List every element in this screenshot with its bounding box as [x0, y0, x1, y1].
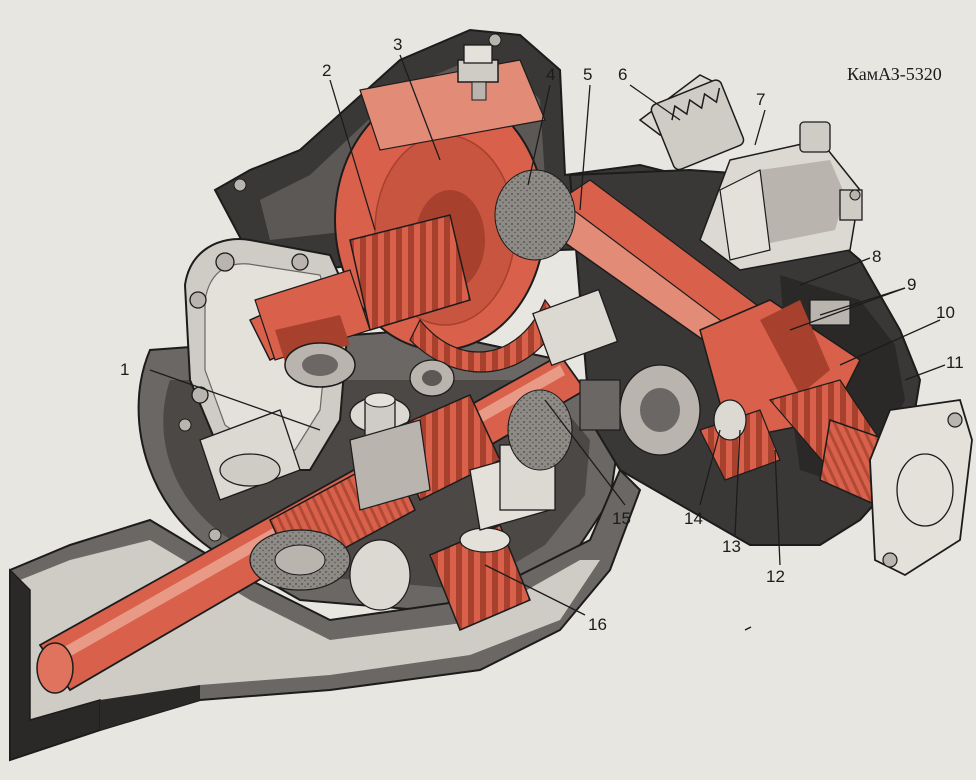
callout-1: 1: [120, 360, 129, 379]
callout-4: 4: [546, 65, 555, 84]
callout-16: 16: [588, 615, 607, 634]
lower-gear: [429, 524, 531, 631]
housing-bolts: [178, 178, 861, 542]
callout-11: 11: [946, 353, 964, 372]
callout-leaders: [149, 54, 946, 616]
filler-plug: [457, 33, 502, 101]
callout-2: 2: [322, 61, 331, 80]
callout-14: 14: [684, 509, 703, 528]
callout-7: 7: [756, 90, 765, 109]
callout-labels: 1 2 3 4 5 6 7 8 9 10 11 12 13 14 15 16: [120, 35, 964, 634]
pinion-gear-spline: [254, 214, 471, 362]
bearings: [284, 342, 455, 441]
callout-13: 13: [722, 537, 741, 556]
lower-bearings: [199, 169, 701, 611]
callout-15: 15: [612, 509, 631, 528]
rear-shaft-assembly: [699, 299, 973, 577]
callout-5: 5: [583, 65, 592, 84]
callout-3: 3: [393, 35, 402, 54]
callout-10: 10: [936, 303, 955, 322]
callout-8: 8: [872, 247, 881, 266]
shift-mechanism: [638, 74, 863, 271]
callout-12: 12: [766, 567, 785, 586]
callout-6: 6: [618, 65, 627, 84]
callout-9: 9: [907, 275, 916, 294]
model-label: КамАЗ-5320: [847, 64, 942, 84]
stray-mark: [744, 626, 752, 631]
